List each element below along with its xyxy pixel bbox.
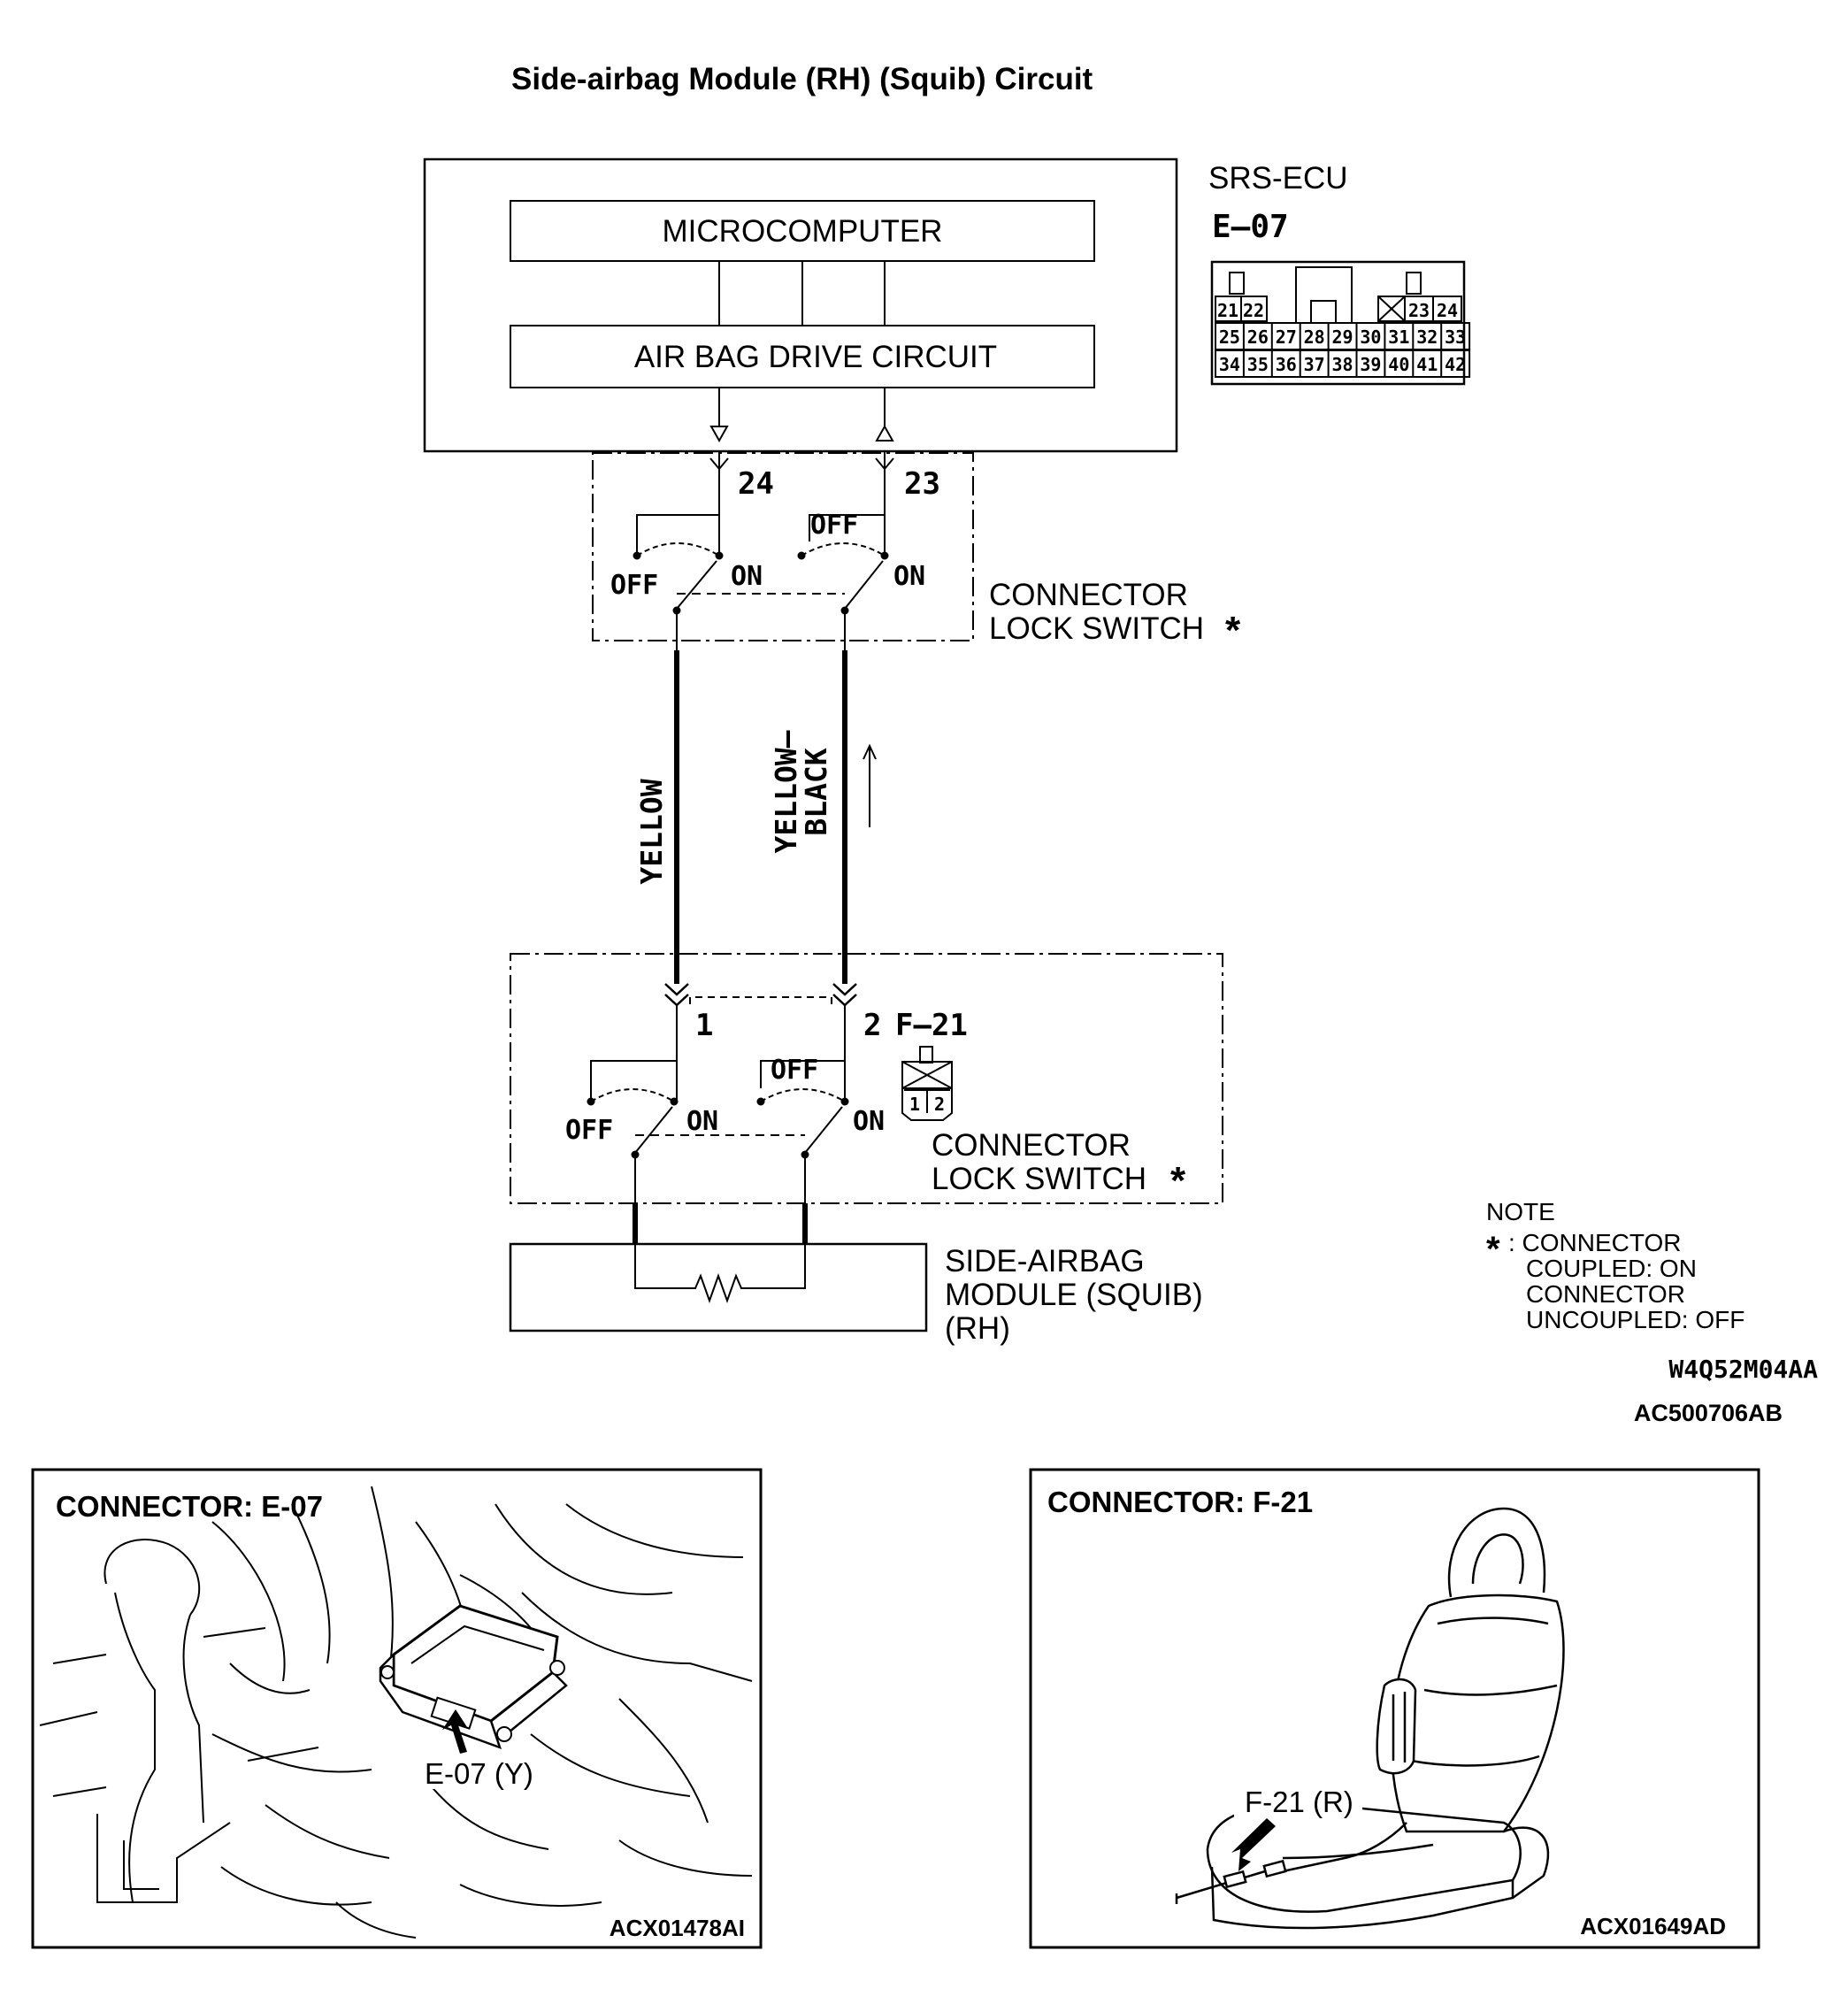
module-label-line2: MODULE (SQUIB) — [945, 1278, 1203, 1312]
switch-on-label: ON — [731, 561, 763, 592]
squib-resistor-icon — [634, 1244, 806, 1303]
ecu-pin-row: 25 26 27 28 29 30 31 32 33 — [1215, 322, 1471, 350]
note: NOTE * : CONNECTOR COUPLED: ON CONNECTOR… — [1486, 1198, 1744, 1333]
seat-illustration — [1175, 1507, 1565, 1930]
switch-off-label: OFF — [565, 1115, 613, 1146]
panel-right-callout: F-21 (R) — [1245, 1785, 1353, 1818]
input-triangle-icon — [875, 424, 894, 442]
module-box — [509, 1242, 928, 1332]
ecu-pin: 28 — [1304, 326, 1325, 348]
connector-chevron-icon — [664, 983, 689, 996]
ecu-pin: 42 — [1445, 354, 1466, 375]
note-heading: NOTE — [1486, 1198, 1555, 1225]
ecu-pin: 23 — [1408, 300, 1430, 321]
panel-connector-e07: CONNECTOR: E-07 E-07 (Y) ACX01478AI — [31, 1468, 763, 1949]
ecu-connector-name: E–07 — [1212, 209, 1289, 245]
ecu-pin: 24 — [1437, 300, 1458, 321]
switch-on-label: ON — [893, 561, 925, 592]
air-bag-drive-circuit-label: AIR BAG DRIVE CIRCUIT — [634, 340, 997, 374]
panel-left-title: CONNECTOR: E-07 — [56, 1490, 323, 1523]
locator-arrow-icon — [442, 1709, 467, 1754]
ecu-pin: 38 — [1332, 354, 1353, 375]
locator-arrow-icon — [1231, 1818, 1276, 1871]
vehicle-console-illustration — [39, 1486, 753, 1939]
ecu-pin-row: 34 35 36 37 38 39 40 41 42 — [1215, 349, 1471, 378]
ecu-pin: 27 — [1276, 326, 1297, 348]
srs-ecu-unit-illustration — [379, 1604, 568, 1750]
note-line2: COUPLED: ON — [1526, 1255, 1697, 1282]
panel-left-callout: E-07 (Y) — [425, 1757, 533, 1790]
switch-on-label: ON — [686, 1106, 718, 1137]
ecu-pin: 29 — [1332, 326, 1353, 348]
wire-color-right-line2: BLACK — [799, 748, 833, 835]
upper-lock-switch: 24 OFF ON 23 OFF ON CONNECTOR LOCK SWITC… — [592, 451, 1241, 652]
pin-24-label: 24 — [738, 466, 774, 502]
ecu-pin: 35 — [1247, 354, 1269, 375]
panel-right-title: CONNECTOR: F-21 — [1047, 1486, 1313, 1518]
switch-off-label: OFF — [771, 1055, 818, 1086]
ecu-pin: 21 — [1217, 300, 1238, 321]
pin-1-label: 1 — [695, 1008, 713, 1043]
ecu-pin: 41 — [1416, 354, 1438, 375]
module-label-line3: (RH) — [945, 1311, 1010, 1346]
module-connector-name: F–21 — [895, 1008, 968, 1043]
microcomputer-label: MICROCOMPUTER — [663, 214, 943, 249]
figure-code: AC500706AB — [1634, 1400, 1783, 1426]
pin-23-label: 23 — [904, 466, 940, 502]
module-pin: 1 — [909, 1094, 920, 1115]
panel-left-code: ACX01478AI — [610, 1915, 745, 1941]
harness-wires: YELLOW YELLOW– BLACK — [634, 650, 877, 984]
ecu-box — [423, 157, 1178, 453]
ecu-name: SRS-ECU — [1208, 161, 1348, 196]
note-line3: CONNECTOR — [1526, 1280, 1685, 1308]
panel-right-code: ACX01649AD — [1580, 1913, 1726, 1939]
ecu-pin: 25 — [1219, 326, 1240, 348]
output-triangle-icon — [709, 426, 729, 443]
module-connector-face: 1 2 — [901, 1046, 953, 1121]
upper-lock-switch-line1: CONNECTOR — [989, 578, 1188, 612]
module-label-line1: SIDE-AIRBAG — [945, 1244, 1145, 1279]
note-star: * — [1225, 609, 1241, 652]
ecu-pin: 36 — [1276, 354, 1297, 375]
srs-ecu: MICROCOMPUTER AIR BAG DRIVE CIRCUIT SRS-… — [423, 157, 1348, 453]
note-line4: UNCOUPLED: OFF — [1526, 1306, 1744, 1333]
ecu-pin: 31 — [1388, 326, 1409, 348]
ecu-pin: 26 — [1247, 326, 1269, 348]
switch-on-label: ON — [853, 1106, 885, 1137]
module-pin: 2 — [934, 1094, 945, 1115]
ecu-pin: 39 — [1360, 354, 1381, 375]
note-line1: : CONNECTOR — [1508, 1229, 1682, 1256]
connector-chevron-icon — [832, 983, 857, 996]
lower-lock-switch-line2: LOCK SWITCH — [932, 1162, 1146, 1196]
ecu-pin: 37 — [1304, 354, 1325, 375]
ecu-pin: 34 — [1219, 354, 1240, 375]
diagram-title: Side-airbag Module (RH) (Squib) Circuit — [511, 62, 1093, 96]
wire-color-left: YELLOW — [634, 779, 669, 884]
wire-color-right-line1: YELLOW– — [769, 730, 803, 853]
switch-off-label: OFF — [610, 570, 658, 601]
ecu-pin: 30 — [1360, 326, 1381, 348]
upper-lock-switch-line2: LOCK SWITCH — [989, 611, 1204, 646]
panel-connector-f21: F-21 (R) CONNECTOR: F-21 ACX01649AD — [1029, 1468, 1760, 1949]
side-airbag-module: SIDE-AIRBAG MODULE (SQUIB) (RH) — [509, 1203, 1203, 1346]
pin-2-label: 2 — [863, 1008, 881, 1043]
ecu-pin: 32 — [1416, 326, 1438, 348]
ecu-pin: 33 — [1445, 326, 1466, 348]
air-bag-drive-circuit-box — [510, 325, 1095, 388]
ecu-pin: 40 — [1388, 354, 1409, 375]
note-star: * — [1170, 1159, 1186, 1202]
lower-lock-switch-line1: CONNECTOR — [932, 1128, 1131, 1163]
lower-lock-switch: 1 OFF ON 2 F–21 OFF ON 1 2 CONNECTOR LOC… — [510, 953, 1223, 1208]
note-star: * — [1486, 1230, 1500, 1269]
ecu-pin: 22 — [1243, 300, 1264, 321]
diagram-code: W4Q52M04AA — [1668, 1355, 1818, 1384]
switch-off-label: OFF — [810, 510, 858, 541]
